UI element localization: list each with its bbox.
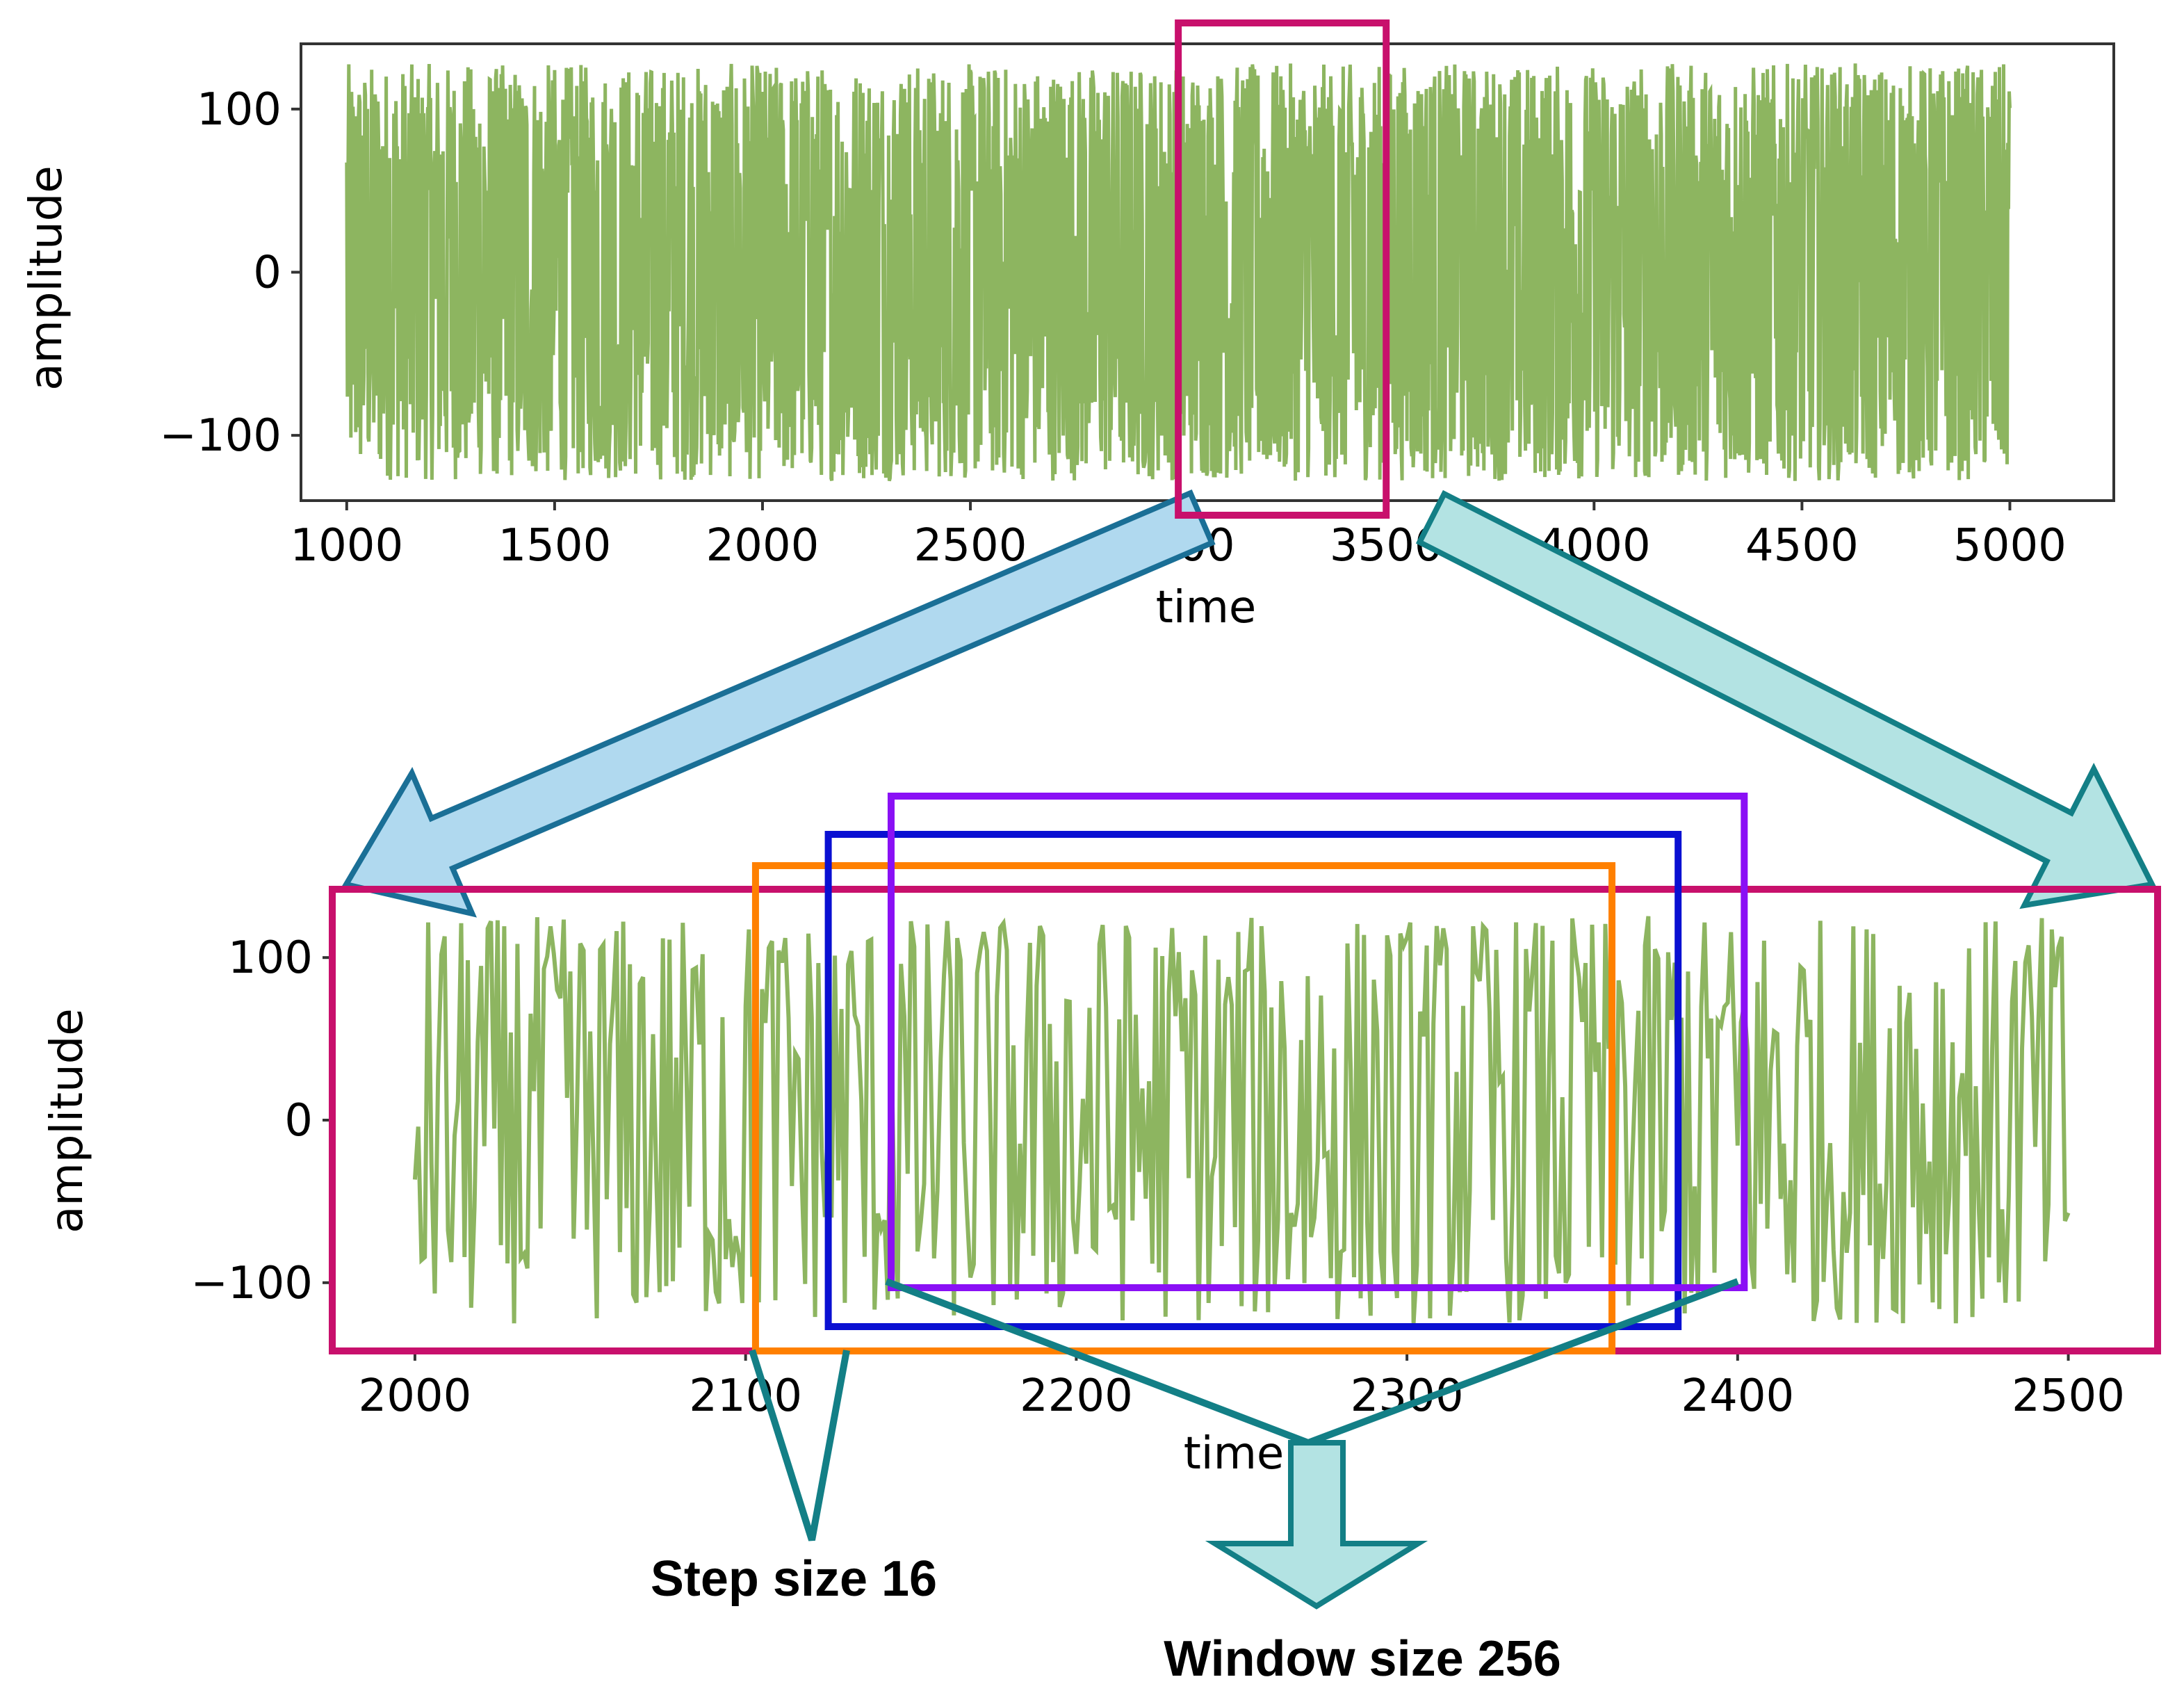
overview-xtick-label: 4500	[1745, 520, 1859, 572]
zoom-arrow-right	[1415, 489, 2157, 909]
zoomed-ylabel: amplitude	[42, 1008, 93, 1233]
overview-xtick-label: 1000	[290, 520, 403, 572]
overview-ytick-label: 0	[253, 248, 282, 299]
zoomed-ytick-label: −100	[190, 1258, 313, 1309]
zoomed-axis-ticks: 2000 2100 2200 2300 2400 2500 100 0 −100	[190, 932, 2125, 1422]
zoomed-signal-line	[412, 916, 2071, 1324]
zoomed-xtick-label: 2300	[1351, 1370, 1464, 1422]
overview-xtick-label: 2500	[914, 520, 1027, 572]
overview-ytick-label: 100	[197, 84, 282, 136]
zoomed-xtick-label: 2400	[1681, 1370, 1794, 1422]
zoomed-xtick-label: 2500	[2012, 1370, 2125, 1422]
overview-xtick-label: 1500	[498, 520, 611, 572]
zoom-arrows	[341, 489, 2157, 918]
overview-zoom-region	[1175, 19, 1390, 519]
zoomed-xtick-label: 2100	[689, 1370, 802, 1422]
overview-xtick-label: 2000	[706, 520, 820, 572]
zoomed-xtick-label: 2200	[1020, 1370, 1133, 1422]
window-size-label: Window size 256	[1164, 1631, 1561, 1687]
overview-ylabel: amplitude	[21, 165, 72, 390]
zoomed-ytick-label: 100	[228, 932, 313, 984]
zoomed-xtick-label: 2000	[358, 1370, 471, 1422]
window-3-box	[887, 793, 1748, 1291]
annotation-pointers	[749, 1278, 1739, 1610]
step-size-label: Step size 16	[651, 1551, 937, 1607]
window-size-arrow	[1205, 1440, 1428, 1610]
window-1-box	[751, 862, 1616, 1354]
sliding-windows	[751, 793, 1748, 1354]
zoomed-chart: 2000 2100 2200 2300 2400 2500 100 0 −100 time am…	[42, 916, 2125, 1480]
overview-ytick-label: −100	[159, 410, 282, 462]
window-2-box	[824, 831, 1682, 1330]
zoomed-ytick-label: 0	[284, 1095, 313, 1147]
zoomed-xlabel: time	[1184, 1428, 1285, 1480]
overview-xlabel: time	[1156, 582, 1257, 633]
step-size-pointer	[749, 1349, 850, 1541]
zoomed-signal-path	[412, 916, 2071, 1324]
overview-xtick-label: 5000	[1953, 520, 2067, 572]
zoom-arrow-left	[341, 489, 1216, 918]
